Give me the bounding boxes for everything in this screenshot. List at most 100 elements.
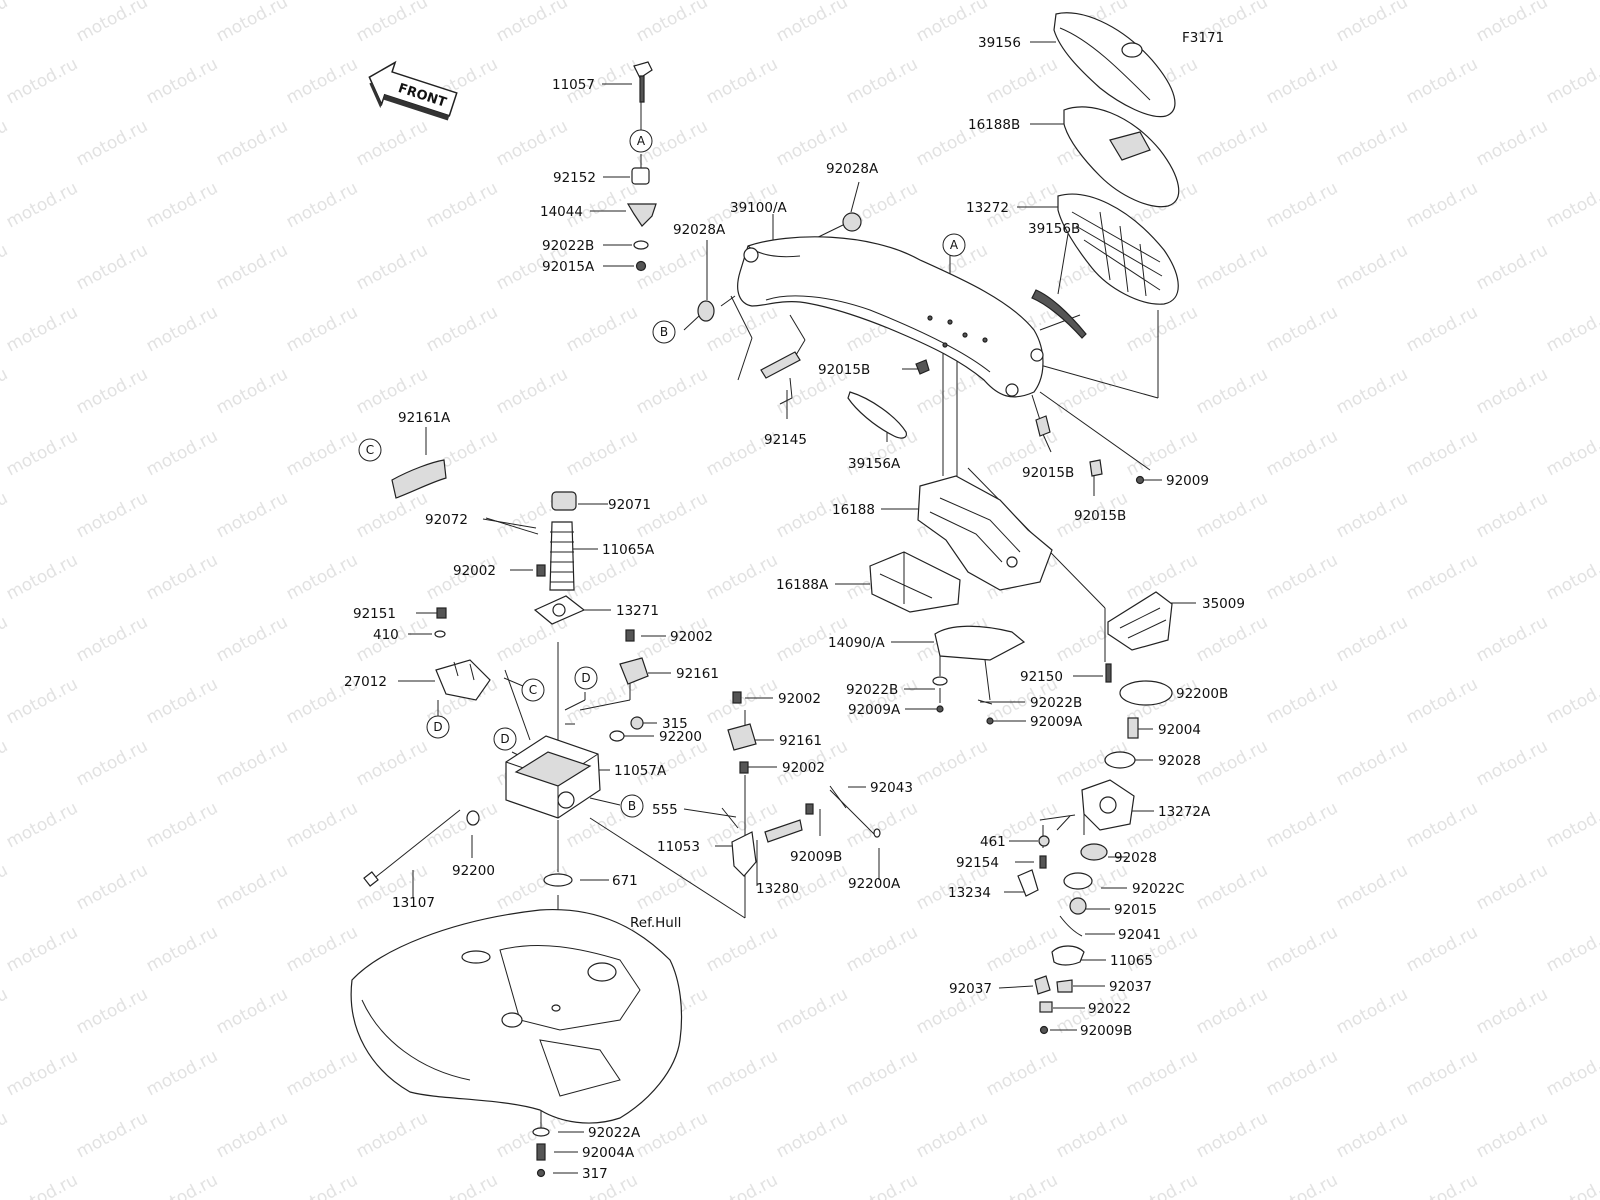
watermark-text: motod.ru [703,1046,781,1100]
watermark-text: motod.ru [0,984,11,1038]
watermark-text: motod.ru [73,736,151,790]
watermark-text: motod.ru [1333,860,1411,914]
watermark-text: motod.ru [3,426,81,480]
label-315: 315 [662,716,688,732]
watermark-text: motod.ru [633,0,711,46]
watermark-text: motod.ru [1403,426,1481,480]
watermark-text: motod.ru [1473,364,1551,418]
label-13234: 13234 [948,885,991,901]
watermark-text: motod.ru [0,612,11,666]
label-671: 671 [612,873,638,889]
label-13271: 13271 [616,603,659,619]
watermark-text: motod.ru [1403,302,1481,356]
label-92028a-left: 92028A [673,222,726,238]
label-92200b: 92200B [1176,686,1228,702]
label-92015b-a: 92015B [818,362,870,378]
watermark-text: motod.ru [1473,488,1551,542]
watermark-text: motod.ru [1403,550,1481,604]
watermark-text: motod.ru [213,0,291,46]
watermark-text: motod.ru [0,0,11,46]
watermark-text: motod.ru [283,426,361,480]
watermark-text: motod.ru [353,1108,431,1162]
label-92015b-c: 92015B [1074,508,1126,524]
label-35009: 35009 [1202,596,1245,612]
ref-marker-d-right: D [581,671,590,685]
label-92022: 92022 [1088,1001,1131,1017]
watermark-text: motod.ru [143,302,221,356]
watermark-text: motod.ru [983,54,1061,108]
watermark-text: motod.ru [1263,1170,1341,1200]
watermark-text: motod.ru [353,0,431,46]
watermark-text: motod.ru [1543,178,1600,232]
watermark-text: motod.ru [1473,612,1551,666]
label-92037-a: 92037 [949,981,992,997]
watermark-text: motod.ru [1193,1108,1271,1162]
watermark-text: motod.ru [143,1170,221,1200]
ref-marker-b-box: B [628,799,636,813]
watermark-text: motod.ru [1473,1108,1551,1162]
watermark-text: motod.ru [283,1046,361,1100]
watermark-text: motod.ru [843,54,921,108]
watermark-text: motod.ru [563,426,641,480]
watermark-text: motod.ru [213,1108,291,1162]
watermark-text: motod.ru [703,54,781,108]
watermark-text: motod.ru [73,488,151,542]
label-410: 410 [373,627,399,643]
watermark-text: motod.ru [703,674,781,728]
watermark-text: motod.ru [213,612,291,666]
label-92002-b: 92002 [670,629,713,645]
watermark-text: motod.ru [983,922,1061,976]
watermark-text: motod.ru [773,984,851,1038]
watermark-text: motod.ru [143,798,221,852]
watermark-text: motod.ru [1193,984,1271,1038]
watermark-text: motod.ru [0,240,11,294]
label-92009: 92009 [1166,473,1209,489]
watermark-text: motod.ru [1473,0,1551,46]
watermark-text: motod.ru [3,1046,81,1100]
watermark-text: motod.ru [703,550,781,604]
label-92009a-b: 92009A [1030,714,1083,730]
label-92028a-top: 92028A [826,161,879,177]
watermark-text: motod.ru [283,54,361,108]
watermark-text: motod.ru [1193,116,1271,170]
watermark-text: motod.ru [0,736,11,790]
watermark-text: motod.ru [1263,178,1341,232]
watermark-text: motod.ru [143,1046,221,1100]
label-11053: 11053 [657,839,700,855]
watermark-text: motod.ru [633,1108,711,1162]
label-39156: 39156 [978,35,1021,51]
label-11057: 11057 [552,77,595,93]
front-arrow: FRONT [368,60,458,121]
watermark-text: motod.ru [1193,488,1271,542]
part-labels: 11057 92152 14044 92022B 92015A 92028A 3… [344,35,1245,1182]
ref-marker-c-strap: C [366,443,374,457]
label-92002-d: 92002 [782,760,825,776]
label-92015: 92015 [1114,902,1157,918]
watermark-text: motod.ru [0,116,11,170]
watermark-text: motod.ru [913,736,991,790]
watermark-text: motod.ru [1333,364,1411,418]
ref-marker-a-top: A [637,134,646,148]
watermark-text: motod.ru [843,922,921,976]
label-92004a: 92004A [582,1145,635,1161]
watermark-text: motod.ru [1263,922,1341,976]
label-27012: 27012 [344,674,387,690]
watermark-text: motod.ru [213,984,291,1038]
label-13280: 13280 [756,881,799,897]
label-39156b: 39156B [1028,221,1080,237]
watermark-text: motod.ru [73,240,151,294]
watermark-text: motod.ru [283,1170,361,1200]
parts [350,12,1180,1178]
watermark-text: motod.ru [143,54,221,108]
watermark-text: motod.ru [1403,922,1481,976]
label-92022b-top: 92022B [542,238,594,254]
watermark-text: motod.ru [213,364,291,418]
watermark-text: motod.ru [0,860,11,914]
watermark-text: motod.ru [843,1046,921,1100]
watermark-text: motod.ru [1403,1046,1481,1100]
watermark-text: motod.ru [423,1170,501,1200]
watermark-text: motod.ru [1333,116,1411,170]
label-92200-a: 92200 [659,729,702,745]
label-92015a: 92015A [542,259,595,275]
label-13272a: 13272A [1158,804,1211,820]
